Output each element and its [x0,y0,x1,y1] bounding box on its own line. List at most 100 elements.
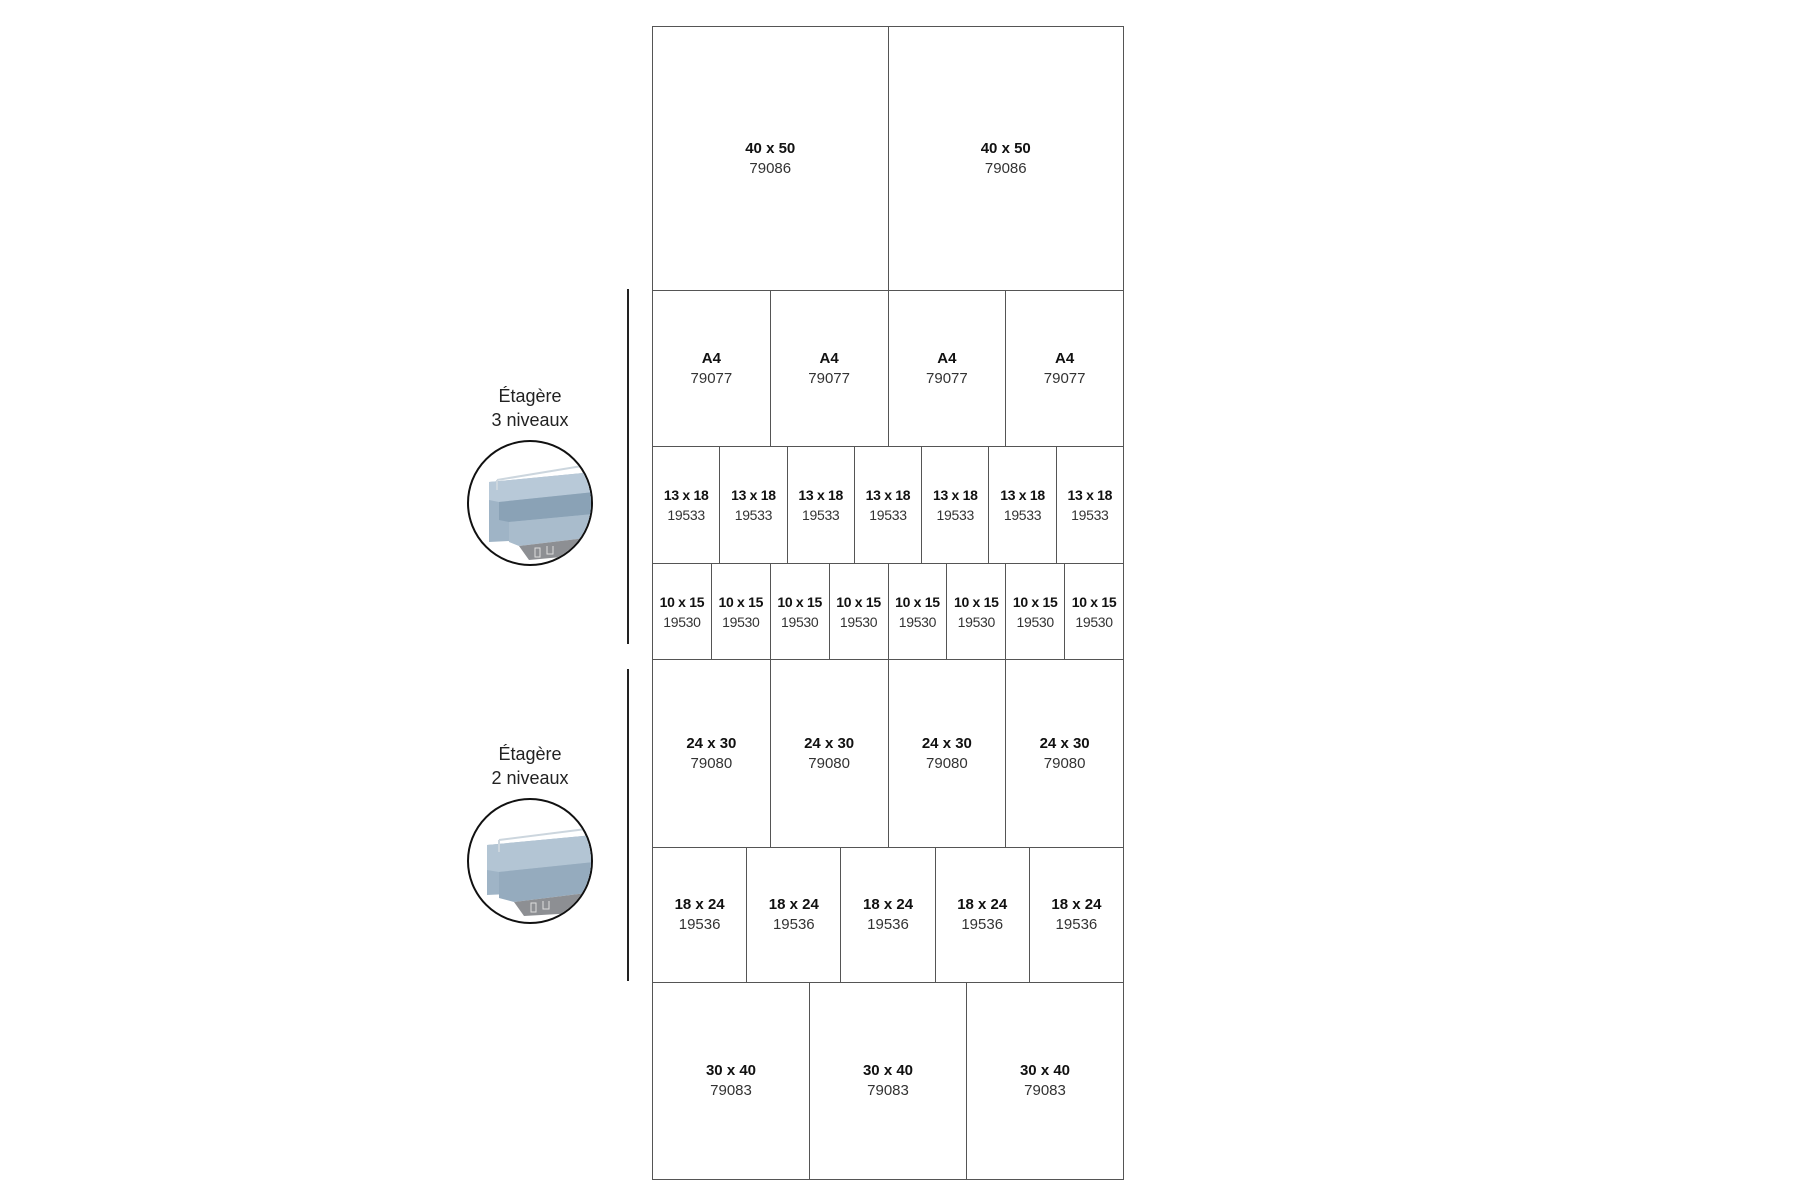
shelf-label-2-levels: Étagère 2 niveaux [450,742,610,790]
frame-size: 13 x 18 [663,487,709,503]
frame-size: 10 x 15 [659,593,705,610]
frame-slot: A4 79077 [653,291,770,446]
frame-reference: 79080 [808,754,850,772]
frame-reference: 79083 [867,1082,909,1099]
frame-slot: 30 x 40 79083 [653,983,809,1179]
frame-slot: 24 x 30 79080 [653,660,770,847]
shelf-title: Étagère [498,744,562,764]
frame-size: 13 x 18 [798,487,844,503]
frame-reference: 19536 [678,916,721,933]
frame-reference: 19533 [801,507,840,523]
frame-slot: 10 x 15 19530 [1064,564,1123,659]
frame-reference: 19533 [1071,507,1109,523]
frame-size: 10 x 15 [954,593,999,610]
frame-slot: 24 x 30 79080 [769,660,888,847]
frame-reference: 79080 [690,754,733,772]
frame-size: 30 x 40 [1019,1062,1071,1079]
grid-row: 30 x 40 79083 30 x 40 79083 30 x 40 79083 [653,982,1123,1179]
frame-size: 13 x 18 [731,487,776,503]
frame-slot: 30 x 40 79083 [809,983,966,1179]
frame-slot: 10 x 15 19530 [653,564,711,659]
frame-size: 18 x 24 [1051,896,1102,913]
frame-reference: 19530 [898,613,937,630]
frame-size: 10 x 15 [895,593,940,610]
frame-size: 13 x 18 [865,487,911,503]
frame-slot: 10 x 15 19530 [710,564,770,659]
frame-size: 13 x 18 [1000,487,1045,503]
shelf-group-bar-3-levels [627,289,629,644]
frame-slot: 13 x 18 19533 [786,447,854,563]
frame-reference: 79086 [749,159,792,177]
frame-reference: 19533 [869,507,907,523]
frame-size: 18 x 24 [768,896,819,913]
frame-size: 40 x 50 [980,139,1031,157]
frame-size: 18 x 24 [674,896,725,913]
frame-slot: 18 x 24 19536 [653,848,746,982]
frame-slot: 13 x 18 19533 [653,447,719,563]
frame-reference: 19530 [663,613,701,630]
frame-size: A4 [1055,349,1075,367]
frame-slot: 18 x 24 19536 [840,848,934,982]
frame-reference: 19530 [1016,613,1054,630]
frame-size: 24 x 30 [804,734,855,752]
frame-slot: 40 x 50 79086 [653,27,888,290]
frame-reference: 19536 [867,916,909,933]
frame-reference: 19530 [1075,613,1113,630]
frame-size: 30 x 40 [862,1062,914,1079]
frame-size: 18 x 24 [862,896,914,913]
frame-size: 24 x 30 [686,734,737,752]
frame-slot: 18 x 24 19536 [1028,848,1123,982]
frame-reference: 19536 [772,916,815,933]
shelf-title: Étagère [498,386,562,406]
frame-slot: 30 x 40 79083 [966,983,1123,1179]
three-level-shelf-icon [467,440,593,566]
frame-size: A4 [701,349,721,367]
frame-slot: 24 x 30 79080 [1005,660,1123,847]
frame-reference: 19536 [1055,916,1098,933]
frame-reference: 79083 [710,1082,752,1099]
frame-reference: 19533 [936,507,975,523]
frame-slot: 13 x 18 19533 [853,447,921,563]
two-level-shelf-icon [467,798,593,924]
frame-reference: 79083 [1024,1082,1066,1099]
frame-reference: 19533 [734,507,773,523]
shelf-label-3-levels: Étagère 3 niveaux [450,384,610,432]
frame-slot: 13 x 18 19533 [719,447,786,563]
frame-reference: 79077 [690,369,733,387]
frame-size: 24 x 30 [1039,734,1090,752]
frame-size: 40 x 50 [745,139,796,157]
frame-size: 10 x 15 [1012,593,1058,610]
shelf-subtitle: 3 niveaux [491,410,569,430]
frame-reference: 79080 [1043,754,1086,772]
frame-size: 10 x 15 [718,593,764,610]
frame-size: 13 x 18 [1067,487,1113,503]
frame-slot: 24 x 30 79080 [887,660,1006,847]
frame-slot: 13 x 18 19533 [921,447,988,563]
frame-size: 10 x 15 [777,593,822,610]
frame-reference: 79077 [1043,369,1086,387]
frame-size: 18 x 24 [957,896,1008,913]
frame-size: A4 [819,349,839,367]
frame-size: 13 x 18 [932,487,978,503]
frame-reference: 79080 [926,754,968,772]
shelf-group-bar-2-levels [627,669,629,981]
frame-size: 30 x 40 [705,1062,757,1079]
frame-reference: 79077 [926,369,968,387]
frame-reference: 19530 [722,613,760,630]
frame-size: 10 x 15 [1071,593,1117,610]
frame-slot: 13 x 18 19533 [1055,447,1123,563]
frame-slot: A4 79077 [1005,291,1123,446]
frame-size: 24 x 30 [921,734,972,752]
frame-reference: 19533 [667,507,705,523]
